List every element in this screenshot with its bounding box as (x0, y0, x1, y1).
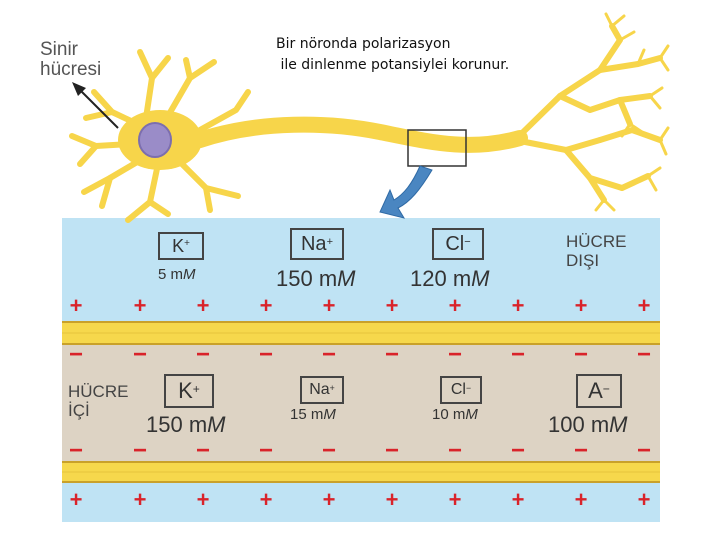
neuron-label-line-1: Sinir (40, 39, 79, 60)
negative-charge: − (196, 341, 210, 368)
positive-charge: + (449, 487, 462, 512)
outside-na-bracket: Na+ (290, 228, 344, 260)
negative-charge: − (511, 437, 525, 464)
neuron-label-line-2: hücresi (40, 59, 102, 80)
negative-charge: − (259, 341, 273, 368)
axon (192, 116, 528, 153)
negative-charge: − (259, 437, 273, 464)
negative-charge: − (322, 341, 336, 368)
inside-cl-bracket: Cl− (440, 376, 482, 404)
inside-cl-symbol: Cl− (450, 381, 472, 398)
positive-charge: + (449, 293, 462, 318)
negative-charge: − (133, 437, 147, 464)
inside-a-concentration: 100 mM (548, 412, 628, 437)
positive-charge: + (323, 293, 336, 318)
negative-charge: − (448, 341, 462, 368)
negative-charge: − (196, 437, 210, 464)
positive-charge: + (638, 487, 651, 512)
intracellular-fluid (62, 344, 660, 462)
negative-charge: − (637, 437, 651, 464)
inside-k-symbol: K+ (178, 378, 200, 403)
zoom-box (407, 129, 467, 167)
negative-charge: − (322, 437, 336, 464)
caption-line-2: ile dinlenme potansiylei korunur. (276, 57, 510, 73)
caption-line-1: Bir nöronda polarizasyon (276, 36, 451, 52)
outside-cl-bracket: Cl− (432, 228, 484, 260)
outside-na-concentration: 150 mM (276, 266, 356, 291)
outside-positive-charges: + + + + + + + + + + (70, 293, 651, 318)
positive-charge: + (70, 487, 83, 512)
negative-charge: − (574, 341, 588, 368)
negative-charge: − (133, 341, 147, 368)
inside-label-line-2: İÇİ (68, 401, 90, 420)
positive-charge: + (386, 487, 399, 512)
negative-charge: − (385, 341, 399, 368)
nucleus (138, 122, 172, 158)
lower-extracellular-fluid (62, 482, 660, 522)
inside-k-concentration: 150 mM (146, 412, 226, 437)
inside-na-symbol: Na+ (309, 381, 335, 398)
negative-charge: − (69, 437, 83, 464)
positive-charge: + (638, 293, 651, 318)
inside-a-symbol: A− (588, 378, 610, 403)
outside-k-symbol: K+ (172, 236, 190, 256)
inside-na-concentration: 15 mM (290, 406, 336, 423)
inside-a-bracket: A− (576, 374, 622, 408)
negative-charge: − (637, 341, 651, 368)
zoom-arrow (379, 165, 433, 219)
positive-charge: + (134, 293, 147, 318)
outside-cl-symbol: Cl− (445, 233, 471, 255)
inside-cl-concentration: 10 mM (432, 406, 478, 423)
negative-charge: − (448, 437, 462, 464)
inside-label-line-1: HÜCRE (68, 382, 129, 401)
axon-terminals (512, 23, 663, 203)
lower-outside-positive-charges: + + + + + + + + + + (70, 487, 651, 512)
negative-charge: − (69, 341, 83, 368)
outside-cl-concentration: 120 mM (410, 266, 490, 291)
terminal-branches (594, 12, 670, 212)
positive-charge: + (512, 487, 525, 512)
inside-k-bracket: K+ (164, 374, 214, 408)
positive-charge: + (512, 293, 525, 318)
negative-charge: − (511, 341, 525, 368)
inside-negative-charges-top: −−−−−−−−−− (69, 341, 651, 368)
negative-charge: − (385, 437, 399, 464)
positive-charge: + (260, 487, 273, 512)
outside-region-label: HÜCRE DIŞI (566, 232, 626, 270)
outside-k-concentration: 5 mM (158, 266, 196, 283)
outside-label-line-2: DIŞI (566, 251, 600, 270)
positive-charge: + (134, 487, 147, 512)
positive-charge: + (386, 293, 399, 318)
positive-charge: + (197, 487, 210, 512)
neuron-label: Sinir hücresi (40, 40, 101, 80)
outside-na-symbol: Na+ (300, 233, 333, 255)
caption: Bir nöronda polarizasyon ile dinlenme po… (276, 34, 509, 76)
inside-na-bracket: Na+ (300, 376, 344, 404)
positive-charge: + (70, 293, 83, 318)
outside-label-line-1: HÜCRE (566, 232, 627, 251)
inside-negative-charges-bottom: −−−−−−−−−− (69, 437, 651, 464)
upper-membrane (62, 321, 660, 345)
lower-membrane (62, 461, 660, 483)
positive-charge: + (197, 293, 210, 318)
positive-charge: + (260, 293, 273, 318)
extracellular-fluid (62, 218, 660, 322)
outside-k-bracket: K+ (158, 232, 204, 260)
neuron (69, 12, 670, 223)
inside-region-label: HÜCRE İÇİ (68, 382, 128, 420)
positive-charge: + (323, 487, 336, 512)
positive-charge: + (575, 487, 588, 512)
label-pointer-arrow (72, 82, 119, 129)
negative-charge: − (574, 437, 588, 464)
positive-charge: + (575, 293, 588, 318)
